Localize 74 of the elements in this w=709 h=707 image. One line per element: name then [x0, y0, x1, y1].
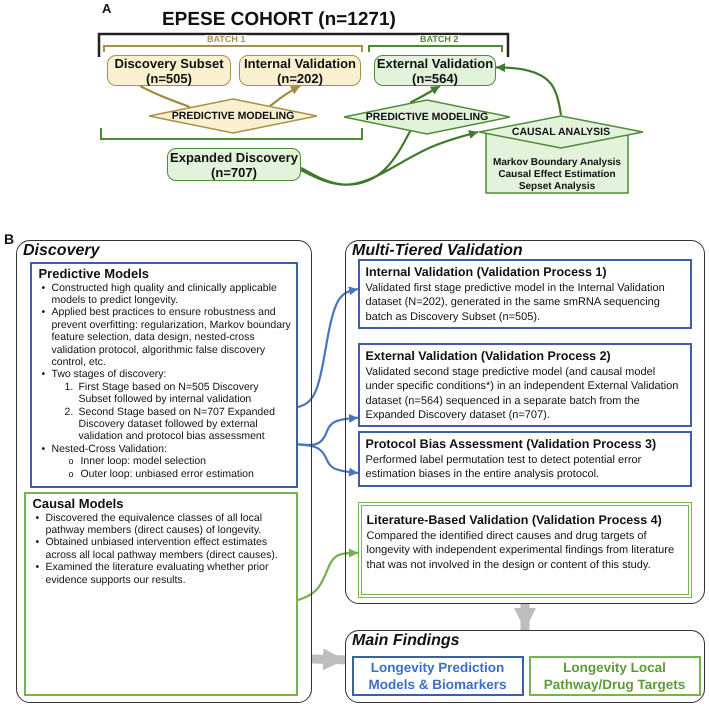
bullet-text: First Stage based on N=505 Discovery Subset followed by internal validation	[78, 380, 260, 406]
box-label: Expanded Discovery (n=707)	[169, 150, 299, 180]
bullet-text: Second Stage based on N=707 Expanded Discovery dataset followed by external validation and protocol bias assessment	[78, 406, 276, 443]
heading: EPESE COHORT (n=1271)	[161, 10, 397, 31]
box-label: Discovery Subset (n=505)	[113, 56, 225, 86]
text-box	[358, 430, 692, 486]
text-box	[358, 342, 692, 426]
panel-title: Discovery	[23, 242, 100, 260]
box-heading: Literature-Based Validation (Validation Process 4)	[366, 512, 663, 528]
arrow	[312, 648, 346, 670]
connector-line	[300, 130, 412, 186]
text-box	[358, 502, 692, 598]
list-marker: •	[42, 282, 46, 294]
list-marker: 1.	[64, 380, 74, 394]
text-box	[24, 492, 298, 696]
list-marker: o	[68, 455, 75, 468]
list-marker: •	[42, 368, 46, 381]
text-box	[528, 656, 700, 696]
arrow	[496, 63, 562, 116]
arrow	[514, 604, 536, 630]
diamond-label: CAUSAL ANALYSIS	[510, 126, 612, 138]
panel-letter: B	[3, 232, 16, 248]
analysis-label: Causal Effect Estimation	[497, 169, 617, 181]
diamond-label: PREDICTIVE MODELING	[366, 111, 488, 123]
box-label: Longevity Prediction Models & Biomarkers	[367, 658, 508, 692]
bullet-text: Two stages of discovery:	[52, 368, 168, 381]
list-marker: •	[42, 306, 46, 319]
bullet-text: Outer loop: unbiased error estimation	[80, 468, 255, 480]
arrow	[298, 443, 358, 477]
list-marker: •	[36, 561, 40, 574]
arrow	[298, 548, 358, 602]
panel-title: Multi-Tiered Validation	[352, 242, 523, 260]
text-box	[358, 258, 692, 328]
bracket-label: BATCH 1	[205, 35, 248, 45]
bullet-text: Discovered the equivalence classes of all local pathway members (direct causes) of longevity.	[46, 512, 264, 536]
diamond-label: PREDICTIVE MODELING	[172, 110, 294, 122]
bullet-text: Obtained unbiased intervention effect estimates across all local pathway members (direct causes).	[46, 536, 279, 562]
panel-letter: A	[101, 2, 112, 16]
bullet-text: Applied best practices to ensure robustness and prevent overfitting: regularization, Markov boundary feature selection, data design, nested-cross validation protocol, algorithmic false discovery control, etc.	[52, 306, 292, 368]
arrow	[269, 85, 301, 107]
list-marker: 2.	[64, 406, 74, 418]
panel	[345, 240, 705, 604]
panel	[345, 630, 705, 703]
arrow	[298, 286, 358, 408]
arrow	[410, 85, 440, 104]
analysis-label: Sepset Analysis	[518, 181, 596, 193]
bullet-text: Nested-Cross Validation:	[52, 442, 168, 456]
analysis-label: Markov Boundary Analysis	[492, 157, 622, 169]
bullet-text: Inner loop: model selection	[80, 455, 207, 468]
box-text: Performed label permutation test to detect potential error estimation biases in the entire analysis protocol.	[366, 452, 642, 482]
box-label: External Validation (n=564)	[376, 56, 494, 86]
box-heading: Internal Validation (Validation Process 1)	[366, 264, 608, 280]
list-marker: o	[68, 468, 75, 480]
box-heading: Causal Models	[32, 496, 125, 512]
panel	[16, 240, 312, 703]
list-marker: •	[36, 536, 40, 549]
bullet-text: Constructed high quality and clinically applicable models to predict longevity.	[52, 282, 278, 306]
box-heading: Predictive Models	[38, 266, 150, 282]
box-text: Validated first stage predictive model in the Internal Validation dataset (N=202), generated in the same smRNA sequencing batch as Discovery Subset (n=505).	[366, 280, 666, 324]
box-label: Longevity Local Pathway/Drug Targets	[542, 658, 686, 692]
arrow	[300, 130, 478, 186]
panel-title: Main Findings	[352, 632, 460, 650]
text-box	[30, 262, 298, 488]
connector-line	[140, 85, 190, 108]
box-heading: External Validation (Validation Process 2)	[366, 348, 612, 364]
list-marker: •	[36, 512, 40, 524]
bracket-label: BATCH 2	[418, 35, 460, 45]
box-label: Internal Validation (n=202)	[243, 56, 357, 86]
box-text: Validated second stage predictive model (and causal model under specific conditions*) in an independent External Validation dataset (n=564) sequenced in a separate batch from the Expanded Discovery dataset (n=707).	[366, 364, 680, 422]
text-box	[352, 656, 524, 696]
list-marker: •	[42, 442, 46, 456]
box-text: Compared the identified direct causes and drug targets of longevity with independent experimental findings from literature that was not involved in the design or content of this study.	[366, 528, 676, 572]
bullet-text: Examined the literature evaluating whether prior evidence supports our results.	[46, 561, 270, 586]
box-heading: Protocol Bias Assessment (Validation Process 3)	[366, 436, 658, 452]
